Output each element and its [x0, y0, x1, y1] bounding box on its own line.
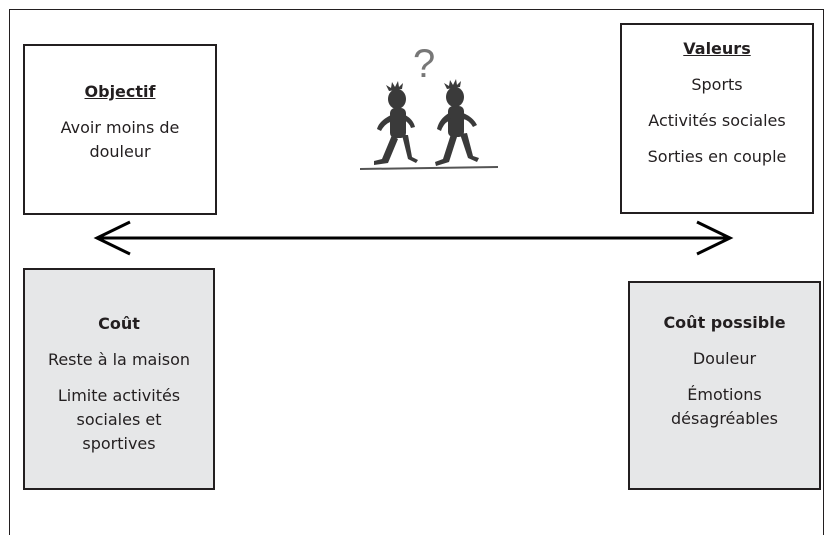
objectif-line-2: douleur — [89, 142, 151, 161]
cout-possible-item-douleur: Douleur — [692, 349, 757, 368]
valeurs-item-sorties: Sorties en couple — [647, 147, 787, 166]
walking-person-icon-left — [374, 81, 418, 165]
question-mark-icon: ? — [413, 42, 435, 86]
cout-title: Coût — [98, 314, 140, 333]
objectif-line-1: Avoir moins de — [60, 118, 180, 137]
walking-person-icon-right — [435, 79, 479, 166]
two-walking-figures-illustration: ? — [359, 42, 499, 170]
objectif-box: Objectif Avoir moins de douleur — [23, 44, 217, 215]
ground-line — [359, 166, 499, 170]
diagram-frame — [9, 9, 824, 535]
arrow-head-right — [696, 220, 734, 256]
cout-item-limite-2: sociales et — [76, 410, 162, 429]
cout-possible-item-emotions-2: désagréables — [671, 409, 778, 428]
cout-box: Coût Reste à la maison Limite activités … — [23, 268, 215, 490]
objectif-title: Objectif — [84, 82, 156, 101]
cout-item-limite-3: sportives — [82, 434, 156, 453]
cout-possible-item-emotions-1: Émotions — [687, 385, 762, 404]
valeurs-title: Valeurs — [683, 39, 751, 58]
cout-possible-box: Coût possible Douleur Émotions désagréab… — [628, 281, 821, 490]
cout-possible-title: Coût possible — [663, 313, 786, 332]
valeurs-item-sports: Sports — [691, 75, 743, 94]
cout-item-maison: Reste à la maison — [47, 350, 191, 369]
valeurs-box: Valeurs Sports Activités sociales Sortie… — [620, 23, 814, 214]
cout-item-limite-1: Limite activités — [57, 386, 181, 405]
valeurs-item-activites: Activités sociales — [648, 111, 786, 130]
arrow-head-left — [93, 220, 131, 256]
